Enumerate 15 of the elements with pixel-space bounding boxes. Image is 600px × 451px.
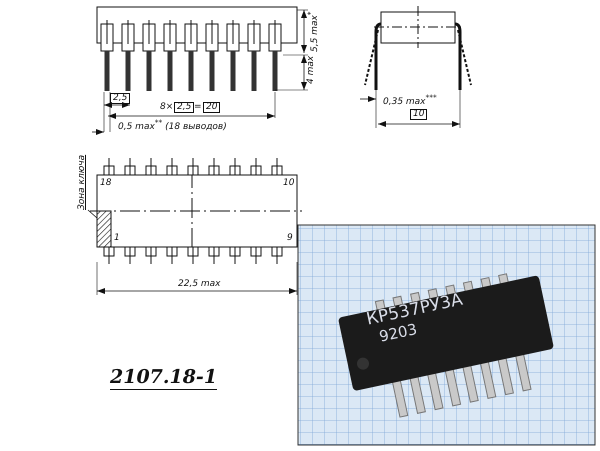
chip-marking: 9203 — [378, 322, 418, 345]
dimension-label: 8× — [160, 103, 174, 112]
pin-number: 9 — [287, 234, 293, 243]
dimension-label: = — [194, 103, 202, 112]
leader-line — [88, 210, 98, 218]
dimension-label: 4 max — [307, 56, 316, 84]
pin-number: 10 — [283, 179, 294, 188]
key-zone-label: Зона ключа — [78, 154, 87, 210]
dimension-label: 22,5 max — [178, 280, 221, 289]
dimension-label: 0,5 max$^{**}$ (18 выводов) — [118, 119, 227, 132]
pin-number: 18 — [100, 179, 112, 188]
dimension-label: 0,35 max$^{***}$ — [383, 94, 437, 107]
pin-number: 1 — [114, 234, 120, 243]
package-code: 2107.18-1 — [110, 368, 218, 390]
hatched-key-zone — [96, 210, 112, 248]
